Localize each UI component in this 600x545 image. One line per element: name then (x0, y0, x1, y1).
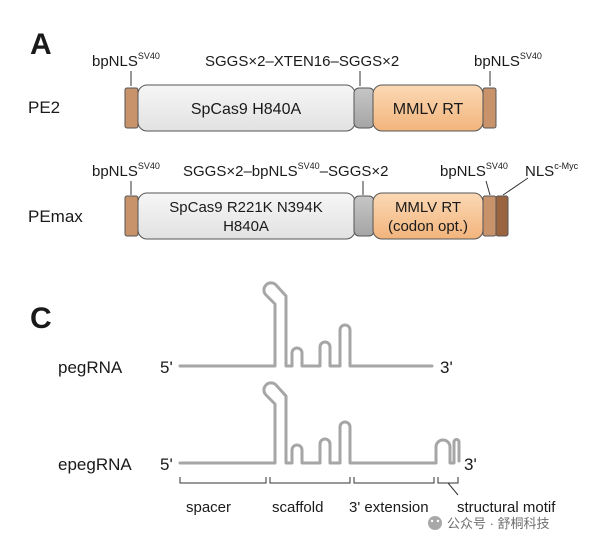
pegrna-strand (178, 281, 434, 368)
scaffold-bracket (269, 477, 351, 484)
pemax-nls-myc-label: NLSc-Myc (525, 161, 579, 180)
pemax-nls-right-pointer (485, 180, 491, 196)
region-brackets (179, 477, 459, 496)
epegrna-label: epegRNA (58, 455, 132, 474)
pemax-nls-myc-pointer (502, 177, 529, 196)
wechat-icon-eye-right (436, 519, 440, 523)
structural-motif-pointer (447, 482, 459, 496)
pe2-rt-label: MMLV RT (393, 101, 464, 118)
pemax-nls-right-domain (482, 195, 497, 237)
pemax-nls-left-domain (124, 195, 139, 237)
pemax-cas9-label-line2: H840A (223, 218, 269, 235)
epegrna-three-prime: 3' (464, 455, 477, 474)
region-extension: 3' extension (349, 499, 429, 516)
pe2-nls-left-label: bpNLSSV40 (92, 51, 160, 70)
pemax-rt-label-line1: MMLV RT (395, 199, 461, 216)
pe2-linker-domain (353, 87, 375, 129)
pegrna-three-prime: 3' (440, 358, 453, 377)
pemax-construct: SpCas9 R221K N394K H840A MMLV RT (codon … (124, 192, 509, 240)
epegrna-five-prime: 5' (160, 455, 173, 474)
pe2-cas9-label: SpCas9 H840A (191, 101, 302, 118)
pe2-nls-right-label: bpNLSSV40 (474, 51, 542, 70)
pe2-nls-left-domain (124, 87, 139, 129)
pemax-linker-label: SGGS×2–bpNLSSV40–SGGS×2 (183, 161, 388, 180)
wechat-icon-eye-left (430, 519, 434, 523)
region-scaffold: scaffold (272, 499, 323, 516)
pegrna-label: pegRNA (58, 358, 123, 377)
pe2-linker-label: SGGS×2–XTEN16–SGGS×2 (205, 53, 399, 70)
panel-c-label: C (30, 302, 52, 335)
pemax-nls-left-label: bpNLSSV40 (92, 161, 160, 180)
wechat-icon (428, 516, 442, 530)
watermark: 公众号 · 舒桐科技 (428, 516, 550, 531)
spacer-bracket (179, 477, 267, 484)
pemax-linker-domain (353, 195, 375, 237)
extension-bracket (353, 477, 435, 484)
pe2-nls-right-domain (482, 87, 497, 129)
pemax-row-label: PEmax (28, 207, 83, 226)
pemax-nls-myc-domain (495, 195, 509, 237)
region-structural-motif: structural motif (457, 499, 556, 516)
pe2-construct: SpCas9 H840A MMLV RT (124, 84, 497, 132)
panel-a-label: A (30, 28, 52, 61)
region-spacer: spacer (186, 499, 231, 516)
structural-motif-bracket (437, 477, 459, 484)
pe2-row-label: PE2 (28, 98, 60, 117)
epegrna-strand (178, 381, 461, 465)
pemax-nls-right-label: bpNLSSV40 (440, 161, 508, 180)
pemax-cas9-label-line1: SpCas9 R221K N394K (169, 199, 322, 216)
pemax-rt-label-line2: (codon opt.) (388, 218, 468, 235)
watermark-text: 公众号 · 舒桐科技 (447, 516, 550, 531)
pegrna-five-prime: 5' (160, 358, 173, 377)
